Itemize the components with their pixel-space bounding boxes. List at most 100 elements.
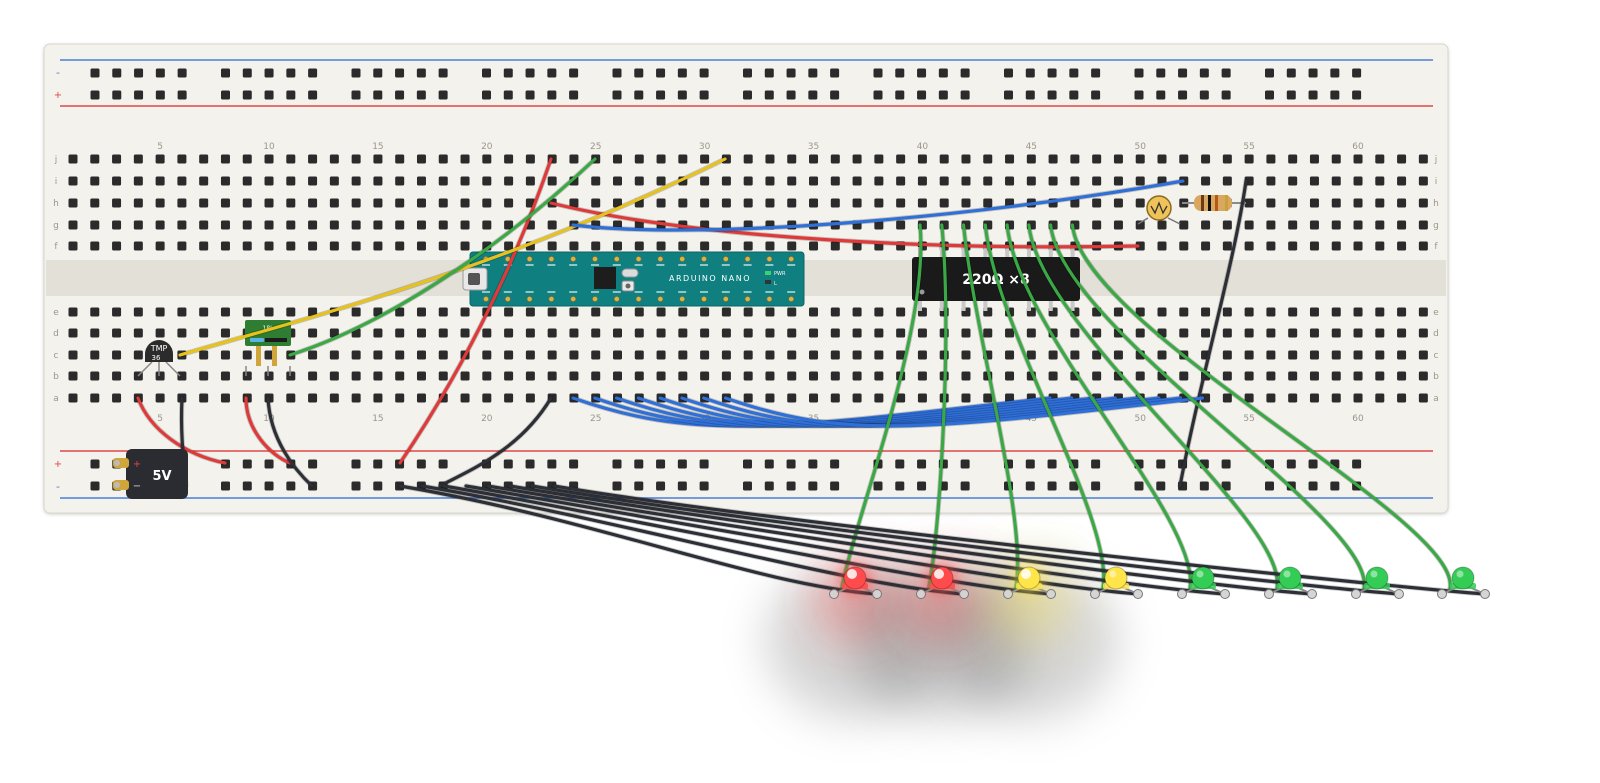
arduino-pin[interactable] — [788, 296, 795, 302]
breadboard-hole[interactable] — [743, 90, 752, 100]
breadboard-hole[interactable] — [830, 307, 840, 317]
breadboard-hole[interactable] — [1288, 154, 1298, 164]
breadboard-hole[interactable] — [308, 459, 318, 469]
breadboard-hole[interactable] — [874, 393, 884, 403]
breadboard-hole[interactable] — [112, 90, 122, 100]
breadboard-hole[interactable] — [569, 350, 579, 360]
breadboard-hole[interactable] — [1266, 241, 1276, 251]
breadboard-hole[interactable] — [90, 220, 100, 230]
breadboard-hole[interactable] — [1069, 68, 1079, 78]
breadboard-hole[interactable] — [721, 220, 731, 230]
breadboard-hole[interactable] — [1156, 459, 1166, 469]
breadboard-hole[interactable] — [830, 459, 840, 469]
breadboard-hole[interactable] — [830, 90, 840, 100]
breadboard-hole[interactable] — [90, 459, 100, 469]
breadboard-hole[interactable] — [743, 393, 753, 403]
breadboard-hole[interactable] — [416, 241, 426, 251]
breadboard-hole[interactable] — [460, 198, 470, 208]
breadboard-hole[interactable] — [308, 307, 318, 317]
breadboard-hole[interactable] — [1353, 241, 1363, 251]
breadboard-hole[interactable] — [395, 220, 405, 230]
breadboard-hole[interactable] — [482, 68, 491, 78]
breadboard-hole[interactable] — [1353, 154, 1363, 164]
breadboard-hole[interactable] — [634, 307, 644, 317]
breadboard-hole[interactable] — [1375, 307, 1385, 317]
breadboard-hole[interactable] — [874, 220, 884, 230]
resistor[interactable] — [1182, 195, 1246, 211]
breadboard-hole[interactable] — [482, 176, 492, 186]
breadboard-hole[interactable] — [373, 371, 383, 381]
breadboard-hole[interactable] — [438, 220, 448, 230]
arduino-nano[interactable]: PWR L ARDUINO NANO — [462, 251, 805, 307]
breadboard-hole[interactable] — [917, 393, 927, 403]
led-ground-wire[interactable] — [486, 484, 1227, 596]
led-bulb[interactable] — [1104, 566, 1128, 590]
breadboard-hole[interactable] — [1331, 393, 1341, 403]
breadboard-hole[interactable] — [525, 459, 535, 469]
breadboard-hole[interactable] — [1353, 198, 1363, 208]
breadboard-hole[interactable] — [112, 371, 122, 381]
breadboard-hole[interactable] — [591, 198, 601, 208]
breadboard-hole[interactable] — [960, 68, 970, 78]
breadboard-hole[interactable] — [112, 220, 122, 230]
breadboard-hole[interactable] — [1157, 307, 1167, 317]
breadboard-hole[interactable] — [133, 350, 143, 360]
breadboard-hole[interactable] — [1157, 350, 1167, 360]
breadboard-hole[interactable] — [264, 198, 274, 208]
breadboard-hole[interactable] — [1397, 371, 1407, 381]
breadboard-hole[interactable] — [525, 393, 535, 403]
breadboard-hole[interactable] — [1222, 176, 1232, 186]
breadboard-hole[interactable] — [1201, 220, 1211, 230]
breadboard-hole[interactable] — [286, 241, 296, 251]
breadboard-hole[interactable] — [199, 307, 209, 317]
arduino-pin[interactable] — [526, 256, 533, 262]
breadboard-hole[interactable] — [1288, 220, 1298, 230]
breadboard-hole[interactable] — [199, 371, 209, 381]
breadboard-hole[interactable] — [1397, 350, 1407, 360]
breadboard-hole[interactable] — [787, 176, 797, 186]
breadboard-hole[interactable] — [90, 154, 100, 164]
signal-wire-blue[interactable] — [571, 179, 1185, 232]
breadboard-hole[interactable] — [983, 198, 993, 208]
breadboard-hole[interactable] — [351, 241, 361, 251]
breadboard-hole[interactable] — [199, 220, 209, 230]
led-ground-wire[interactable] — [508, 484, 1314, 596]
breadboard-hole[interactable] — [830, 481, 840, 491]
breadboard-hole[interactable] — [1353, 393, 1363, 403]
breadboard-hole[interactable] — [1288, 328, 1298, 338]
breadboard-hole[interactable] — [1135, 220, 1145, 230]
breadboard-hole[interactable] — [373, 198, 383, 208]
breadboard-hole[interactable] — [395, 393, 405, 403]
led-wire-green[interactable] — [840, 223, 923, 590]
breadboard-hole[interactable] — [242, 68, 252, 78]
breadboard-hole[interactable] — [852, 307, 862, 317]
breadboard-hole[interactable] — [808, 68, 818, 78]
breadboard-hole[interactable] — [112, 176, 122, 186]
breadboard-hole[interactable] — [1113, 350, 1123, 360]
breadboard-hole[interactable] — [1266, 220, 1276, 230]
breadboard-hole[interactable] — [373, 350, 383, 360]
breadboard-hole[interactable] — [1244, 307, 1254, 317]
breadboard-hole[interactable] — [90, 393, 100, 403]
breadboard-hole[interactable] — [591, 176, 601, 186]
breadboard-hole[interactable] — [1069, 481, 1079, 491]
breadboard-hole[interactable] — [1266, 176, 1276, 186]
breadboard-hole[interactable] — [634, 350, 644, 360]
breadboard-hole[interactable] — [961, 350, 971, 360]
breadboard-hole[interactable] — [1199, 68, 1209, 78]
breadboard-hole[interactable] — [221, 90, 230, 100]
breadboard-hole[interactable] — [286, 393, 296, 403]
breadboard-hole[interactable] — [1331, 371, 1341, 381]
breadboard-hole[interactable] — [700, 371, 710, 381]
led-pin[interactable] — [1177, 589, 1187, 599]
breadboard-hole[interactable] — [786, 90, 796, 100]
led-bulb[interactable] — [1191, 566, 1215, 590]
power-wire-red[interactable] — [136, 396, 227, 465]
breadboard-hole[interactable] — [808, 459, 818, 469]
breadboard-hole[interactable] — [112, 241, 122, 251]
breadboard-hole[interactable] — [1266, 198, 1276, 208]
breadboard-hole[interactable] — [961, 393, 971, 403]
breadboard-hole[interactable] — [373, 68, 383, 78]
breadboard-hole[interactable] — [133, 154, 143, 164]
breadboard-hole[interactable] — [504, 393, 514, 403]
